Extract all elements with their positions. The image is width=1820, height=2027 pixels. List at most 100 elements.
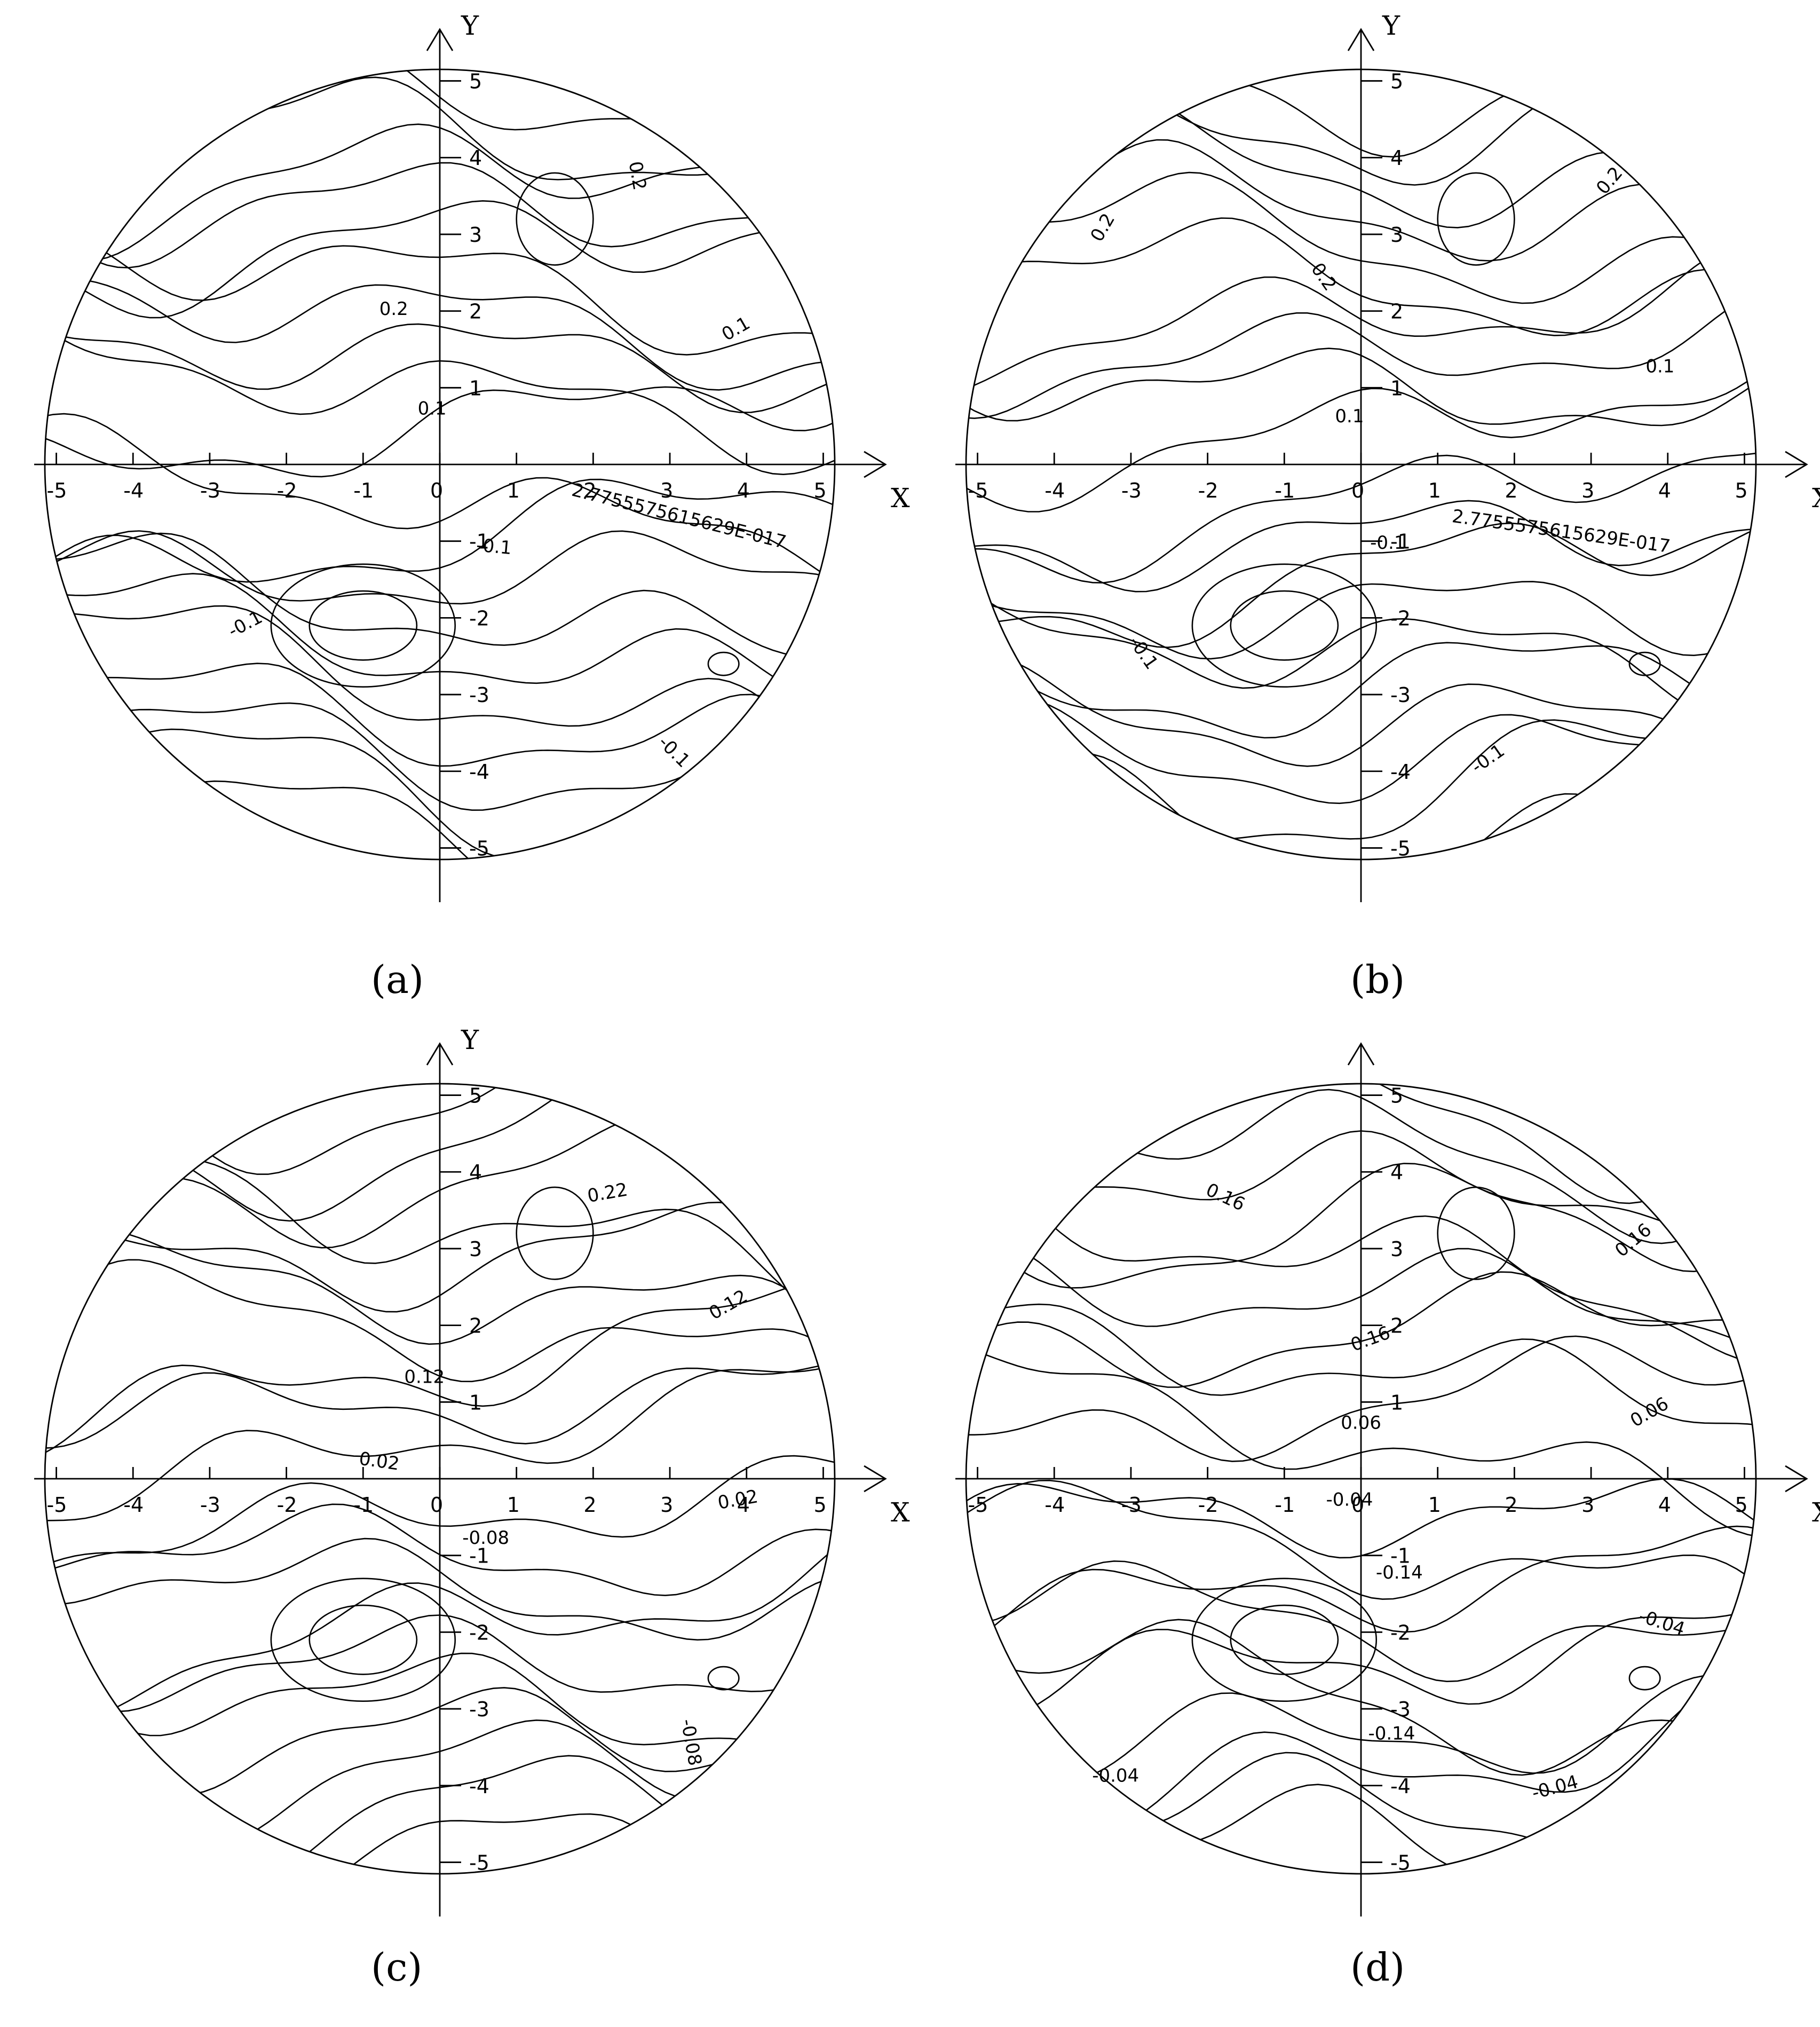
y-tick-label: -4 (469, 1774, 489, 1798)
x-tick-label: 1 (1428, 479, 1441, 502)
contour-value-label: 0.16 (1202, 1179, 1248, 1216)
contour-value-label: 0.12 (706, 1285, 751, 1324)
contour-value-label: -0.04 (1326, 1489, 1373, 1510)
y-tick-label: -5 (1390, 837, 1411, 860)
contour-value-label: 0.2 (1086, 210, 1119, 246)
contour-loop (308, 1604, 418, 1675)
x-arrow (1785, 1465, 1808, 1493)
y-tick-label: 1 (469, 1391, 482, 1414)
contour-value-label: 0.1 (418, 398, 447, 420)
contour-loop (1191, 1578, 1378, 1702)
y-tick-label: -5 (1390, 1851, 1411, 1874)
x-tick-label: -3 (1121, 1493, 1142, 1517)
y-axis-label: Y (1382, 10, 1400, 41)
x-tick-label: 4 (1658, 479, 1671, 502)
x-tick-label: -5 (47, 1493, 67, 1517)
x-tick-label: 4 (1658, 1493, 1671, 1517)
y-tick-label: -4 (1390, 1774, 1411, 1798)
x-tick-label: -1 (1275, 1493, 1295, 1517)
contour-value-label: 0.16 (1348, 1322, 1393, 1355)
contour-loop (270, 1578, 456, 1702)
x-tick-label: -2 (277, 1493, 297, 1517)
x-tick-label: 3 (660, 479, 673, 502)
y-tick-label: 2 (1390, 300, 1403, 324)
panel-caption: (d) (1350, 1945, 1405, 1990)
contour-value-label: -0.14 (1376, 1562, 1423, 1583)
contour-value-label: -0.1 (225, 606, 266, 642)
y-tick-label: 3 (469, 223, 482, 247)
contour-loop (1230, 590, 1339, 661)
x-tick-label: -4 (123, 479, 144, 502)
y-tick-label: 2 (1390, 1314, 1403, 1338)
y-arrow (426, 28, 454, 51)
y-arrow (1347, 28, 1375, 51)
x-tick-label: 2 (583, 479, 596, 502)
panel-caption: (b) (1350, 957, 1405, 1002)
contour-value-label: 2.7755575615629E-017 (569, 479, 788, 554)
x-axis-label: X (891, 483, 910, 514)
contour-value-label: -0.04 (1092, 1765, 1139, 1787)
y-tick-label: 3 (1390, 1237, 1403, 1261)
x-tick-label: 4 (737, 1493, 750, 1517)
contour-value-label: 0.06 (1627, 1393, 1673, 1431)
y-tick-label: -5 (469, 837, 489, 860)
x-tick-label: 0 (430, 1493, 443, 1517)
x-tick-label: 5 (813, 479, 826, 502)
y-tick-label: 4 (469, 146, 482, 170)
contour-loop (516, 1186, 594, 1280)
x-tick-label: -2 (1198, 479, 1218, 502)
x-tick-label: 3 (1581, 479, 1594, 502)
y-tick-label: -1 (469, 1544, 489, 1568)
x-tick-label: -4 (1044, 479, 1065, 502)
y-tick-label: 1 (1390, 376, 1403, 400)
contour-value-label: 0.12 (404, 1366, 445, 1387)
x-arrow (864, 1465, 887, 1493)
contour-value-label: 0.02 (716, 1486, 759, 1514)
contour-value-label: 0.2 (624, 160, 651, 192)
contour-loop (707, 1666, 740, 1691)
x-axis-label: X (1812, 1497, 1820, 1528)
y-tick-label: -5 (469, 1851, 489, 1874)
y-tick-label: 2 (469, 1314, 482, 1338)
x-arrow (1785, 451, 1808, 478)
contour-value-label: 0.02 (358, 1448, 401, 1474)
y-tick-label: -3 (1390, 683, 1411, 707)
x-tick-label: 1 (1428, 1493, 1441, 1517)
y-tick-label: 4 (1390, 146, 1403, 170)
x-axis-label: X (891, 1497, 910, 1528)
y-tick-label: 4 (469, 1161, 482, 1184)
panel-caption: (c) (371, 1945, 423, 1990)
x-tick-label: -2 (277, 479, 297, 502)
x-tick-label: -3 (200, 1493, 220, 1517)
x-arrow (864, 451, 887, 478)
contour-value-label: -0.1 (1467, 740, 1508, 778)
contour-value-label: -0.08 (676, 1717, 706, 1768)
y-tick-label: -2 (469, 606, 489, 630)
y-tick-label: -3 (469, 683, 489, 707)
y-tick-label: 4 (1390, 1161, 1403, 1184)
contour-value-label: 0.16 (1611, 1219, 1656, 1261)
x-tick-label: 1 (507, 1493, 520, 1517)
x-tick-label: 3 (1581, 1493, 1594, 1517)
y-tick-label: 2 (469, 300, 482, 324)
contour-value-label: -0.1 (476, 534, 513, 559)
x-tick-label: 0 (1351, 479, 1364, 502)
y-tick-label: -1 (1390, 530, 1411, 554)
contour-loop (707, 651, 740, 676)
x-tick-label: 2 (1505, 1493, 1517, 1517)
x-tick-label: -3 (200, 479, 220, 502)
x-tick-label: -5 (968, 1493, 988, 1517)
y-tick-label: 5 (1390, 1084, 1403, 1108)
contour-value-label: 2.7755575615629E-017 (1451, 506, 1672, 557)
x-tick-label: 2 (1505, 479, 1517, 502)
x-tick-label: -4 (123, 1493, 144, 1517)
y-tick-label: -1 (1390, 1544, 1411, 1568)
contour-value-label: 0.1 (1645, 356, 1674, 377)
y-axis-label: Y (461, 1024, 479, 1055)
contour-loop (1437, 1186, 1515, 1280)
contour-value-label: 0.1 (1335, 406, 1364, 427)
contour-value-label: -0.04 (1636, 1605, 1688, 1640)
